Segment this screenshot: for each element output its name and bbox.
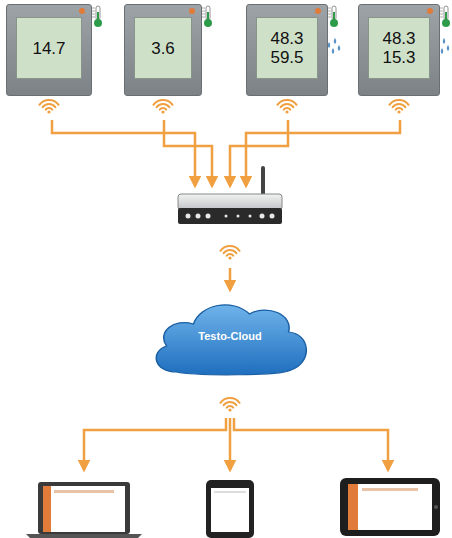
status-dot <box>315 8 321 14</box>
thermometer-icon <box>202 6 212 27</box>
thermometer-icon <box>440 6 450 27</box>
reading-value: 59.5 <box>270 48 303 67</box>
thermometer-icon <box>92 6 102 27</box>
reading-value: 3.6 <box>151 39 175 58</box>
wireless-symbol <box>153 100 172 114</box>
reading-value: 15.3 <box>382 48 415 67</box>
data-logger: 48.359.5 <box>246 4 328 96</box>
data-logger: 48.315.3 <box>358 4 440 96</box>
status-dot <box>79 8 85 14</box>
wireless-symbol <box>220 398 239 412</box>
data-logger: 3.6 <box>124 4 202 96</box>
lcd-display: 48.359.5 <box>256 17 318 79</box>
thermometer-icon <box>328 6 338 27</box>
cloud-node: Testo-Cloud <box>147 292 313 380</box>
data-logger: 14.7 <box>6 4 92 96</box>
reading-value: 48.3 <box>382 29 415 48</box>
lcd-display: 3.6 <box>134 17 192 79</box>
reading-value: 14.7 <box>32 39 65 58</box>
lcd-display: 14.7 <box>16 17 82 79</box>
cloud-label: Testo-Cloud <box>147 330 313 342</box>
wireless-symbol <box>277 100 296 114</box>
wireless-symbol <box>220 246 239 260</box>
reading-value: 48.3 <box>270 29 303 48</box>
status-dot <box>189 8 195 14</box>
wireless-symbol <box>39 100 58 114</box>
lcd-display: 48.315.3 <box>368 17 430 79</box>
humidity-drops <box>328 38 341 54</box>
status-dot <box>427 8 433 14</box>
wireless-symbol <box>389 100 408 114</box>
